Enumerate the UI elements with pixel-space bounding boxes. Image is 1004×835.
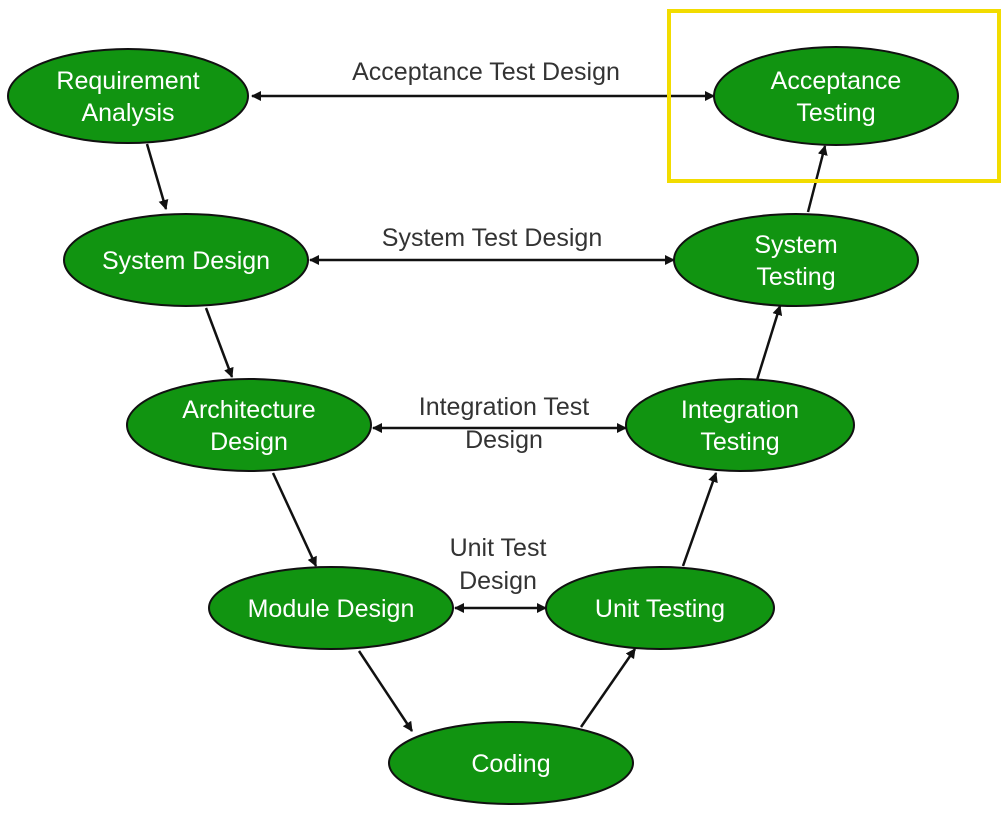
edge-label-integration-test-design: Integration Test — [419, 393, 590, 421]
node-label-integration-testing: Integration — [681, 396, 799, 424]
node-shape-system-design — [63, 213, 309, 307]
node-shape-integration-testing — [625, 378, 855, 472]
node-shape-unit-testing — [545, 566, 775, 650]
edge-label-system-test-design: System Test Design — [382, 224, 602, 252]
arrow-architecture-to-module-design — [271, 472, 318, 567]
node-shape-requirement-analysis — [7, 48, 249, 144]
node-label-requirement-analysis: Requirement — [56, 67, 199, 95]
node-system-design: System Design — [63, 213, 309, 307]
node-shape-system-testing — [673, 213, 919, 307]
node-label-system-testing: Testing — [756, 263, 835, 291]
node-shape-architecture-design — [126, 378, 372, 472]
node-shape-acceptance-testing — [713, 46, 959, 146]
node-label-requirement-analysis: Analysis — [81, 99, 174, 127]
node-label-integration-testing: Testing — [700, 428, 779, 456]
node-label-architecture-design: Design — [210, 428, 288, 456]
edge-label-integration-test-design: Design — [465, 426, 543, 454]
node-module-design: Module Design — [208, 566, 454, 650]
arrow-coding-to-unit-testing — [579, 648, 637, 728]
node-shape-coding — [388, 721, 634, 805]
edge-label-acceptance-test-design: Acceptance Test Design — [352, 58, 620, 86]
node-label-architecture-design: Architecture — [182, 396, 315, 424]
connectors — [145, 91, 828, 732]
node-label-acceptance-testing: Testing — [796, 99, 875, 127]
node-label-system-design: System Design — [102, 247, 270, 275]
node-label-acceptance-testing: Acceptance — [771, 67, 902, 95]
arrow-module-design-to-coding — [357, 650, 414, 732]
node-label-coding: Coding — [471, 750, 550, 778]
arrow-integration-to-system-testing — [755, 305, 783, 381]
arrow-unit-testing-to-integration — [681, 472, 718, 567]
node-shape-module-design — [208, 566, 454, 650]
node-label-unit-testing: Unit Testing — [595, 595, 725, 623]
edge-label-unit-test-design: Unit Test — [450, 534, 547, 562]
arrow-system-design-to-architecture — [204, 307, 234, 378]
arrow-requirement-to-system-design — [145, 143, 169, 210]
node-coding: Coding — [388, 721, 634, 805]
highlight-box — [667, 9, 1001, 183]
node-unit-testing: Unit Testing — [545, 566, 775, 650]
edge-label-unit-test-design: Design — [459, 567, 537, 595]
node-label-module-design: Module Design — [248, 595, 415, 623]
node-label-system-testing: System — [754, 231, 837, 259]
